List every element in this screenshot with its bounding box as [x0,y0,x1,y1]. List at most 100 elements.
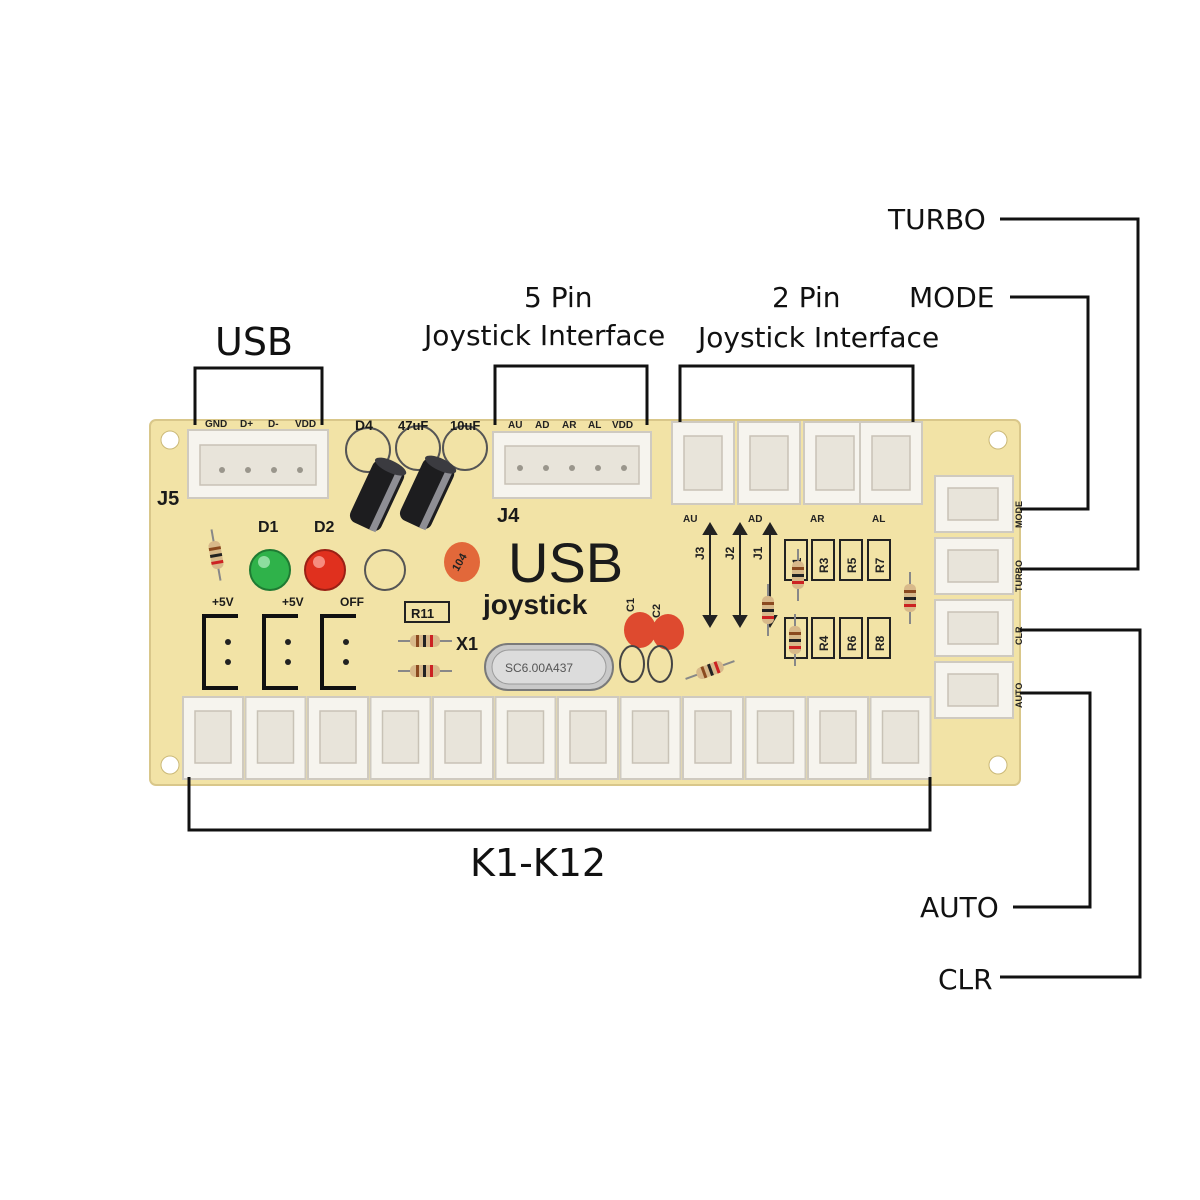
annotation-usb: USB [215,320,293,364]
ceramic-capacitor-c1 [624,612,656,648]
electrolytic-capacitor-47uf [349,457,407,533]
label-d2: D2 [314,519,335,536]
label-r11: R11 [411,606,434,621]
k-connector-socket [194,710,232,764]
label-plus5v-a: +5V [212,595,234,609]
resistor-footprint [839,617,863,659]
resistor [685,660,735,680]
annotation-clr: CLR [938,963,993,996]
resistor-footprint [811,617,835,659]
leader-clr [1000,628,1142,979]
k-connector-socket [819,710,857,764]
resistor-footprint [867,539,891,581]
label-x1: X1 [456,634,478,654]
annotation-k1-k12: K1-K12 [470,841,606,885]
k-button-connectors [182,696,932,780]
label-j1: J1 [751,546,765,560]
bracket-k1-k12 [187,777,932,832]
side-label-clr: CLR [1014,626,1024,645]
annotation-2pin-subtitle: Joystick Interface [696,321,939,354]
leader-auto [1013,691,1092,909]
capacitor-outline [395,425,441,471]
label-j2: J2 [723,546,737,560]
leader-mode [1010,295,1090,511]
dir-label-au: AU [683,514,697,525]
dir-label-ar: AR [810,514,825,525]
leader-turbo [1000,217,1140,571]
resistor-footprint [839,539,863,581]
label-off: OFF [340,595,364,609]
joy-pin-al: AL [588,420,601,431]
label-plus5v-b: +5V [282,595,304,609]
usb-pin-gnd: GND [205,419,227,430]
label-j3: J3 [693,546,707,560]
label-10uf: 10uF [450,418,480,433]
resistor [904,572,916,624]
bracket-usb [193,366,324,425]
resistor-label: R3 [817,557,831,573]
label-d1: D1 [258,519,279,536]
resistor-label: R8 [873,635,887,651]
resistor [208,529,224,581]
resistor [789,614,801,666]
k-connector-socket [756,710,795,764]
board-title-joystick: joystick [482,589,588,620]
mounting-hole [160,430,180,450]
usb-pin-dminus: D- [268,419,279,430]
k-connector-socket [881,710,920,764]
k-connector-socket [319,710,357,764]
annotation-auto: AUTO [920,891,999,924]
resistor-footprint [867,617,891,659]
usb-pin-vdd: VDD [295,419,316,430]
k-connector-socket [256,710,295,764]
joy-pin-vdd: VDD [612,420,633,431]
ceramic-capacitor-104 [444,542,480,582]
joystick-5pin-connector-j4 [492,431,652,499]
annotation-turbo: TURBO [887,203,986,236]
mounting-hole [988,430,1008,450]
crystal-marking: SC6.00A437 [505,661,573,675]
label-c1: C1 [625,598,637,612]
board-title-usb: USB [508,531,623,594]
resistor [398,635,452,647]
dir-label-al: AL [872,514,885,525]
usb-pin-dplus: D+ [240,419,253,430]
joy-pin-ar: AR [562,420,577,431]
resistor [762,584,774,636]
bracket-5pin [493,364,649,425]
mounting-hole [988,755,1008,775]
k-connector-socket [631,710,670,764]
resistor-footprint [811,539,835,581]
side-label-auto: AUTO [1014,683,1024,708]
label-j5: J5 [157,488,179,510]
side-connectors [934,475,1014,719]
resistor-label: R7 [873,557,887,573]
side-label-mode: MODE [1014,501,1024,528]
k-connector-socket [381,710,420,764]
annotation-mode: MODE [909,281,994,314]
annotation-2pin-title: 2 Pin [772,281,841,314]
joy-pin-au: AU [508,420,522,431]
direction-arrows [702,522,778,628]
ceramic-capacitor-c2 [652,614,684,650]
annotation-5pin-title: 5 Pin [524,281,593,314]
r11-box [404,601,450,623]
capacitor-outline [442,425,488,471]
led-red [304,549,346,591]
electrolytic-capacitor-10uf [399,455,457,531]
led-green [249,549,291,591]
dir-label-ad: AD [748,514,762,525]
resistor [792,549,804,601]
label-d4: D4 [355,417,373,433]
side-label-turbo: TURBO [1014,560,1024,592]
k-connector-socket [569,710,607,764]
resistor-label: R5 [845,557,859,573]
resistor-label: R6 [845,635,859,651]
label-j4: J4 [497,505,520,527]
diode-outline [364,549,406,591]
jumper-headers [202,614,356,690]
k-connector-socket [506,710,545,764]
resistor-label: R4 [817,635,831,651]
mounting-hole [160,755,180,775]
